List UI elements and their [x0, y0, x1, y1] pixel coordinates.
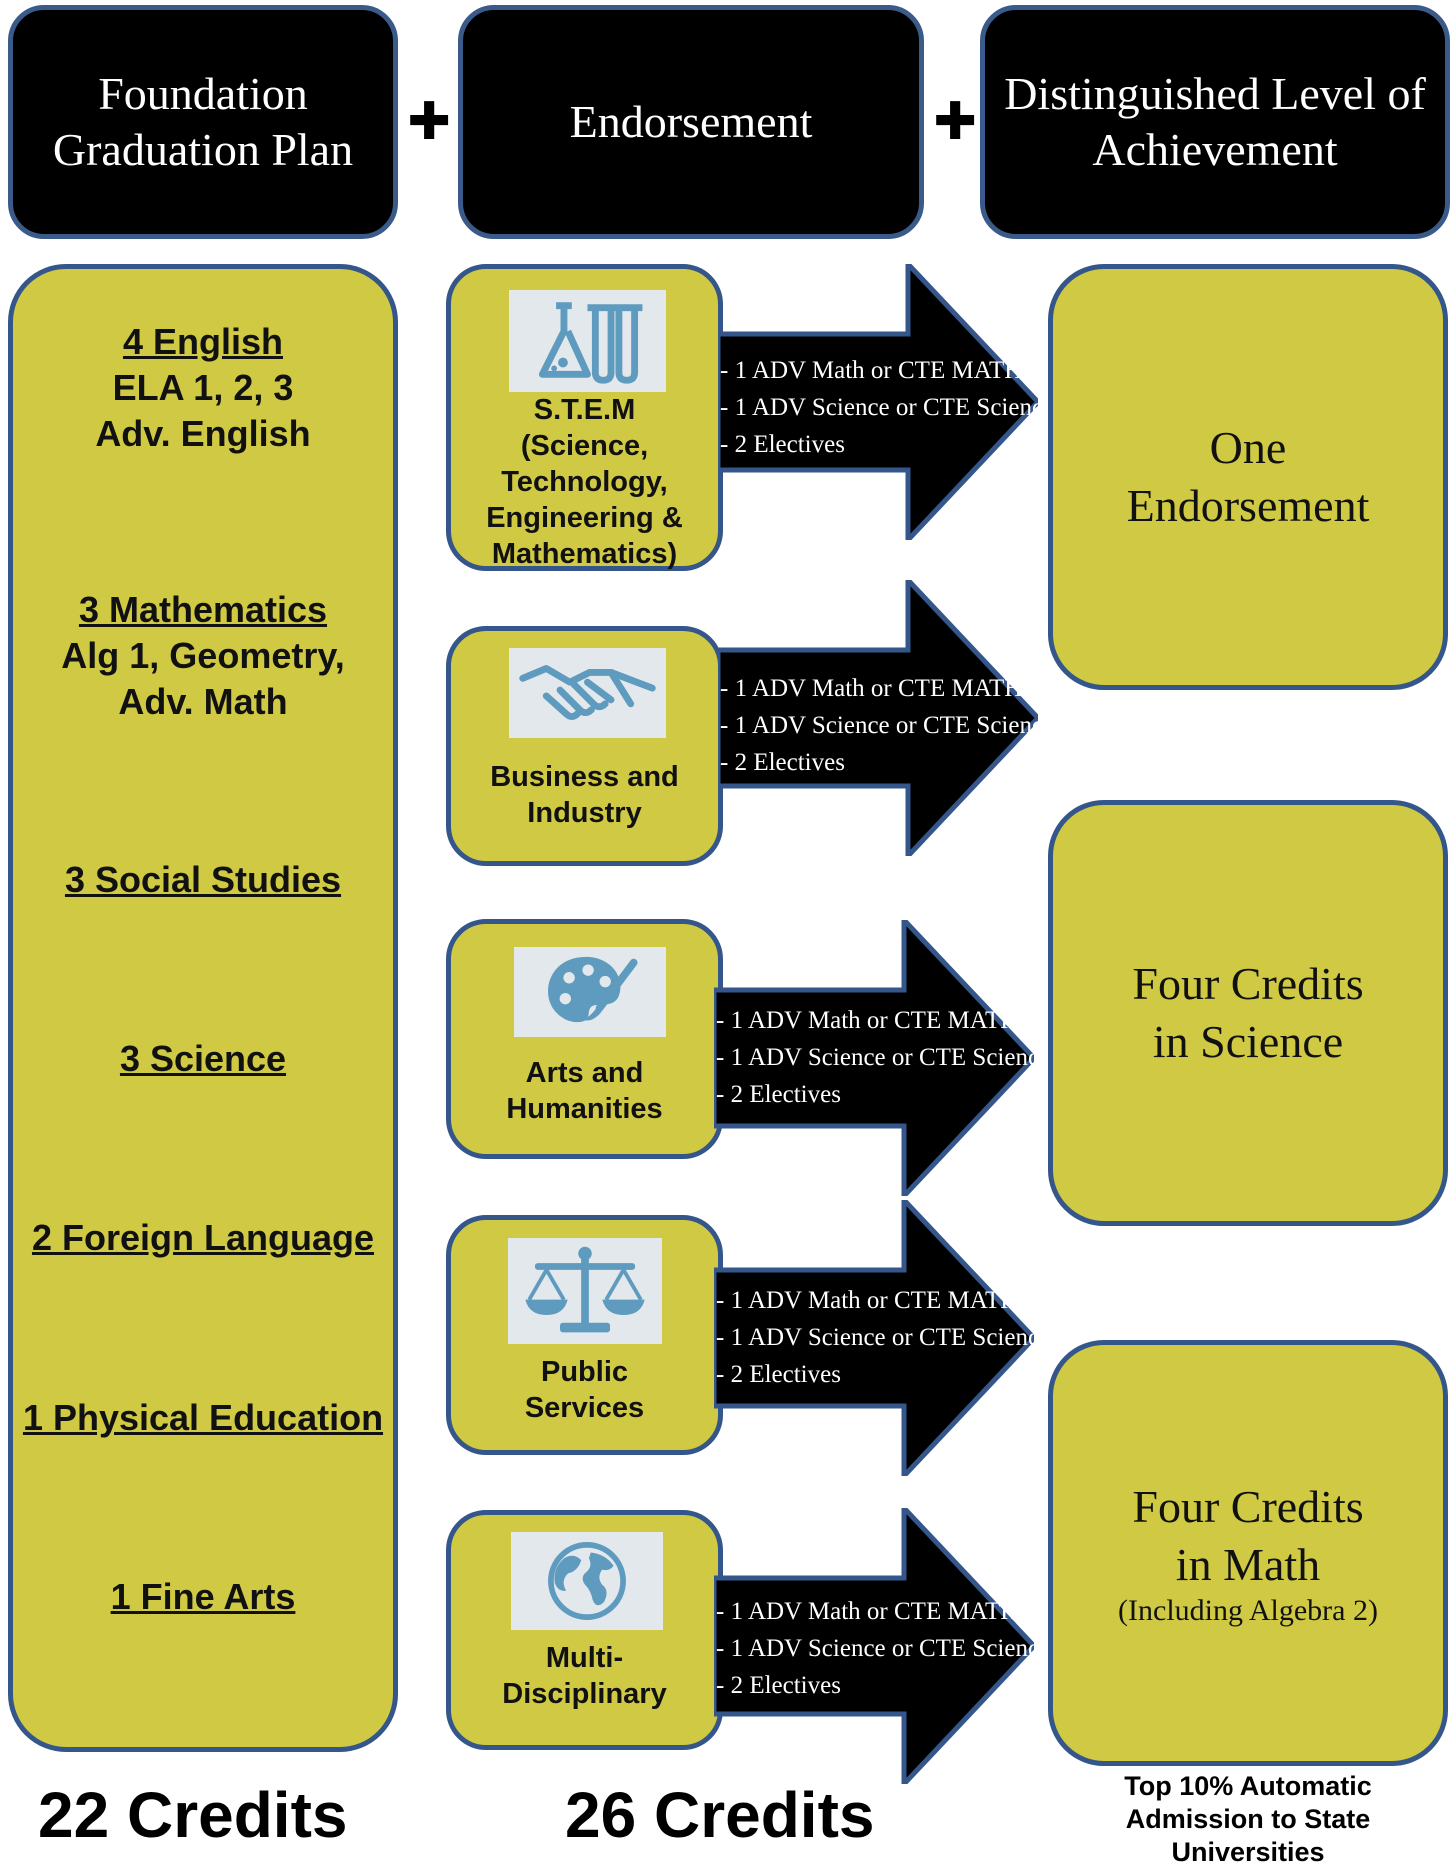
top10-note: Top 10% Automatic Admission to State Uni…	[1124, 1771, 1372, 1867]
requirement-title: 3 Mathematics	[78, 589, 328, 630]
distinguished-title: Four Credits in Science	[1132, 958, 1364, 1067]
endorsement-multidisciplinary: Multi- Disciplinary	[446, 1510, 723, 1750]
arrow-item: - 1 ADV Science or CTE Science	[716, 1635, 1051, 1662]
arrow-item: - 2 Electives	[716, 1361, 841, 1388]
requirement-title: 1 Fine Arts	[110, 1576, 296, 1617]
header-endorsement-text: Endorsement	[569, 96, 813, 147]
plus-icon-2: ✚	[924, 92, 986, 152]
distinguished-title: Four Credits in Math	[1132, 1481, 1364, 1590]
arrow-item: - 1 ADV Math or CTE MATH	[716, 1598, 1019, 1625]
plus-symbol-2: ✚	[933, 92, 977, 152]
distinguished-one-endorsement: One Endorsement	[1048, 264, 1448, 690]
requirement-title: 4 English	[122, 321, 284, 362]
arrow-item: - 2 Electives	[720, 749, 845, 776]
requirement-title: 2 Foreign Language	[31, 1217, 375, 1258]
arrow-item: - 1 ADV Science or CTE Science	[716, 1044, 1051, 1071]
endorsement-label: Multi- Disciplinary	[502, 1642, 667, 1710]
handshake-icon	[509, 648, 666, 738]
requirement-detail: Alg 1, Geometry, Adv. Math	[61, 635, 345, 722]
arrow-items-multidisciplinary: - 1 ADV Math or CTE MATH - 1 ADV Science…	[716, 1593, 1050, 1704]
distinguished-subtitle: (Including Algebra 2)	[1118, 1594, 1378, 1627]
endorsement-stem: S.T.E.M (Science, Technology, Engineerin…	[446, 264, 723, 571]
arrow-item: - 1 ADV Math or CTE MATH	[716, 1287, 1019, 1314]
arrow-items-stem: - 1 ADV Math or CTE MATH - 1 ADV Science…	[720, 352, 1054, 463]
requirement-foreign-language: 2 Foreign Language	[13, 1215, 393, 1261]
header-distinguished-text: Distinguished Level of Achievement	[1004, 68, 1426, 175]
arrow-item: - 2 Electives	[716, 1081, 841, 1108]
requirement-title: 3 Science	[119, 1038, 287, 1079]
requirement-social-studies: 3 Social Studies	[13, 857, 393, 903]
plus-icon: ✚	[398, 92, 460, 152]
arrow-item: - 1 ADV Math or CTE MATH	[720, 357, 1023, 384]
requirement-title: 3 Social Studies	[64, 859, 342, 900]
arrow-item: - 1 ADV Science or CTE Science	[720, 712, 1055, 739]
foundation-requirements-panel: 4 English ELA 1, 2, 3 Adv. English 3 Mat…	[8, 264, 398, 1752]
scales-icon	[508, 1238, 662, 1344]
header-foundation-text: Foundation Graduation Plan	[52, 68, 354, 175]
arrow-item: - 1 ADV Math or CTE MATH	[720, 675, 1023, 702]
endorsement-label: Arts and Humanities	[506, 1057, 663, 1125]
endorsement-arts: Arts and Humanities	[446, 919, 723, 1159]
arrow-item: - 1 ADV Science or CTE Science	[720, 394, 1055, 421]
header-endorsement: Endorsement	[458, 5, 924, 239]
arrow-items-public-services: - 1 ADV Math or CTE MATH - 1 ADV Science…	[716, 1282, 1050, 1393]
requirement-fine-arts: 1 Fine Arts	[13, 1574, 393, 1620]
requirement-english: 4 English ELA 1, 2, 3 Adv. English	[13, 319, 393, 457]
palette-icon	[514, 947, 666, 1037]
requirement-title: 1 Physical Education	[22, 1397, 384, 1438]
arrow-item: - 2 Electives	[720, 431, 845, 458]
lab-flask-icon	[509, 290, 666, 392]
foundation-credits: 22 Credits	[38, 1779, 348, 1851]
arrow-stem	[718, 264, 1038, 540]
arrow-items-arts: - 1 ADV Math or CTE MATH - 1 ADV Science…	[716, 1002, 1050, 1113]
requirement-physical-education: 1 Physical Education	[13, 1395, 393, 1441]
distinguished-math: Four Credits in Math (Including Algebra …	[1048, 1340, 1448, 1766]
arrow-multidisciplinary	[714, 1508, 1034, 1784]
endorsement-label: Public Services	[524, 1356, 645, 1424]
requirement-mathematics: 3 Mathematics Alg 1, Geometry, Adv. Math	[13, 587, 393, 725]
arrow-public-services	[714, 1200, 1034, 1476]
endorsement-business: Business and Industry	[446, 626, 723, 866]
endorsement-public-services: Public Services	[446, 1215, 723, 1455]
endorsement-credits: 26 Credits	[565, 1779, 875, 1851]
plus-symbol: ✚	[407, 92, 451, 152]
endorsement-label: Business and Industry	[490, 761, 679, 829]
arrow-arts	[714, 920, 1034, 1196]
requirement-science: 3 Science	[13, 1036, 393, 1082]
arrow-business	[718, 580, 1038, 856]
header-distinguished: Distinguished Level of Achievement	[980, 5, 1450, 239]
arrow-item: - 1 ADV Science or CTE Science	[716, 1324, 1051, 1351]
arrow-item: - 2 Electives	[716, 1672, 841, 1699]
header-foundation: Foundation Graduation Plan	[8, 5, 398, 239]
endorsement-label: S.T.E.M (Science, Technology, Engineerin…	[486, 394, 683, 570]
globe-icon	[511, 1532, 663, 1630]
distinguished-science: Four Credits in Science	[1048, 800, 1448, 1226]
arrow-items-business: - 1 ADV Math or CTE MATH - 1 ADV Science…	[720, 670, 1054, 781]
requirement-detail: ELA 1, 2, 3 Adv. English	[95, 367, 311, 454]
arrow-item: - 1 ADV Math or CTE MATH	[716, 1007, 1019, 1034]
distinguished-title: One Endorsement	[1126, 422, 1370, 531]
